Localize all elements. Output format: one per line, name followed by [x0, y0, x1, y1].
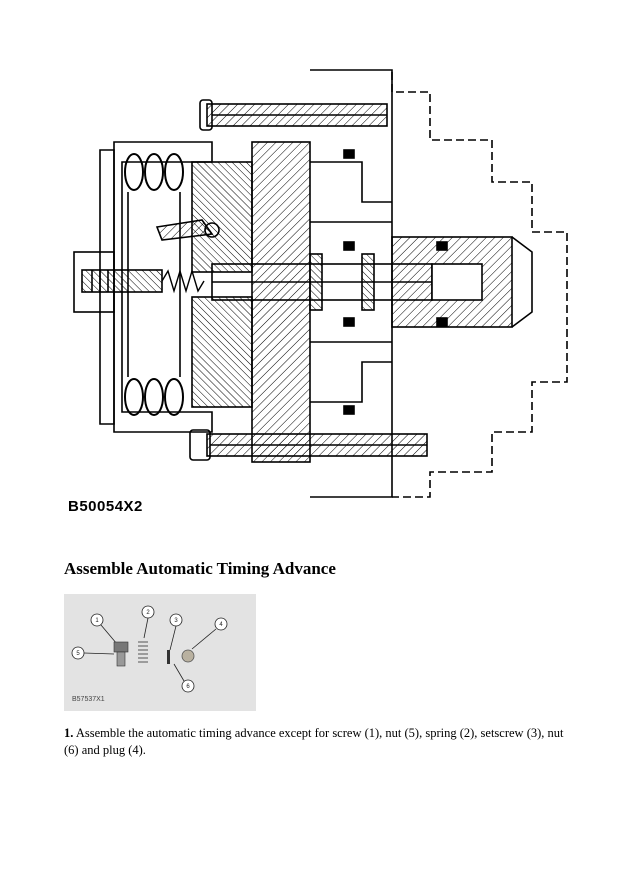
plug-part-icon — [181, 649, 195, 663]
callout-4: 4 — [219, 622, 223, 628]
step-text: Assemble the automatic timing advance ex… — [64, 726, 564, 757]
setscrew-part-icon — [167, 650, 170, 664]
parts-photo: 1 2 3 4 5 6 B57537X1 — [64, 594, 256, 711]
cross-section-icon — [73, 69, 568, 498]
spring-part-icon — [138, 641, 148, 663]
step-1: 1. Assemble the automatic timing advance… — [64, 725, 576, 759]
callout-5: 5 — [76, 651, 80, 657]
timing-advance-cross-section-drawing — [62, 42, 582, 522]
callout-6: 6 — [186, 684, 190, 690]
callout-3: 3 — [174, 618, 178, 624]
figure-code-main: B50054X2 — [68, 498, 143, 515]
screw-part-icon — [113, 641, 129, 667]
section-heading: Assemble Automatic Timing Advance — [64, 559, 336, 578]
parts-photo-icon: 1 2 3 4 5 6 — [64, 594, 256, 711]
step-number: 1. — [64, 726, 74, 740]
figure-code-photo: B57537X1 — [72, 696, 105, 703]
callout-2: 2 — [146, 610, 150, 616]
callout-1: 1 — [95, 618, 99, 624]
